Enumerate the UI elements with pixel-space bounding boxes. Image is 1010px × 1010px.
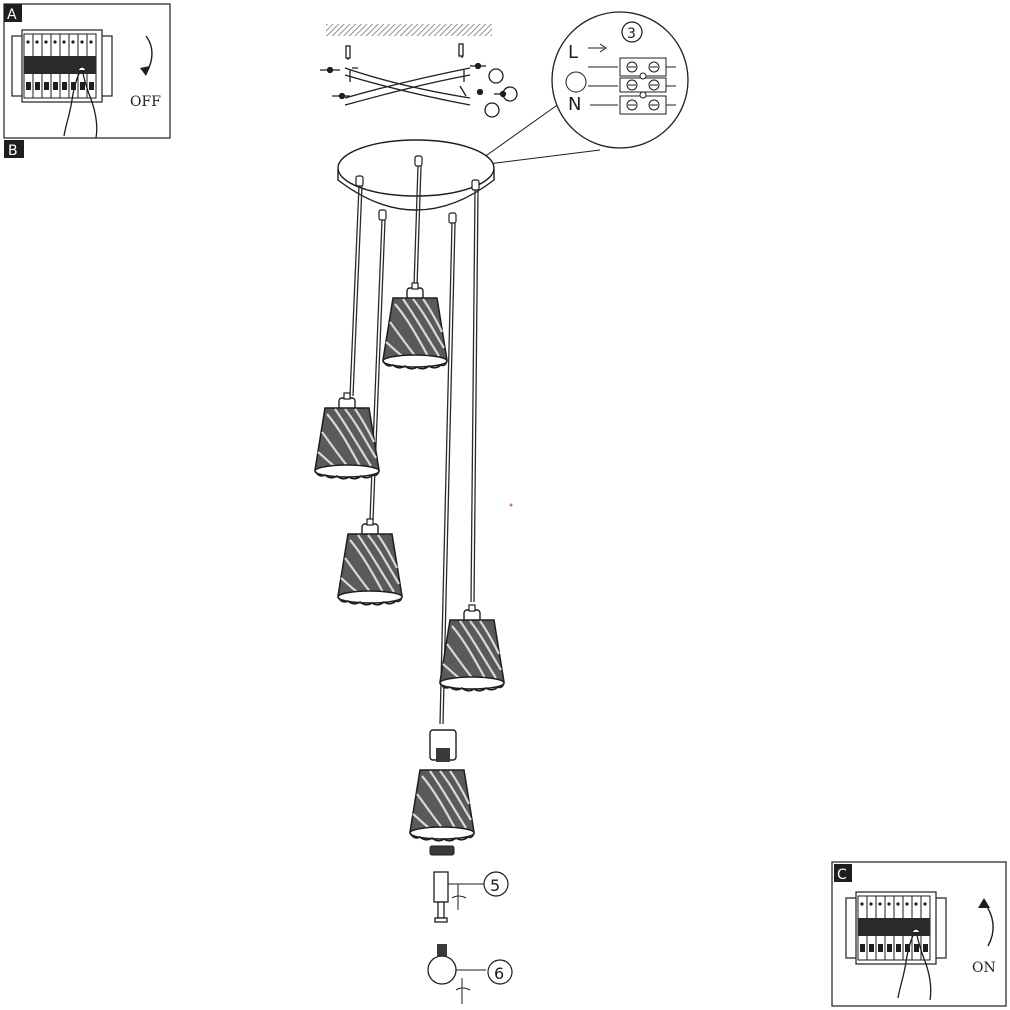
panel-b-badge: [4, 140, 24, 158]
panel-c: C ON: [831, 861, 1007, 1007]
step-6-number: 6: [494, 964, 504, 983]
panel-b-tag: B: [8, 143, 18, 159]
live-label: L: [568, 42, 578, 63]
switch-down-arrowhead-icon: [140, 66, 150, 76]
terminal-block: [588, 57, 676, 115]
pendant-lamp-2: [313, 392, 381, 480]
stray-dot: [509, 503, 513, 507]
earth-symbol-icon: [565, 71, 587, 93]
neutral-label: N: [568, 94, 581, 115]
switch-up-arrowhead-icon: [978, 898, 990, 908]
pendant-lamp-4: [438, 604, 506, 692]
canopy-plate: [337, 139, 495, 197]
step-3-number: 3: [627, 26, 636, 42]
live-arrow-icon: [588, 43, 607, 53]
lamp-ring: [429, 845, 455, 856]
step-5-circle: [483, 871, 509, 897]
rotate-holder-icon: [451, 884, 467, 910]
callout-line-bottom: [479, 149, 601, 166]
step-6-circle: [487, 959, 513, 985]
callout-line-top: [479, 95, 571, 161]
lamp-holder: [433, 871, 449, 923]
wiring-callout: 3 L N: [479, 11, 689, 166]
panel-a-badge: [4, 4, 22, 22]
canopy: [337, 139, 495, 224]
pendant-lamp-3: [336, 518, 404, 606]
panel-c-tag: C: [837, 867, 847, 883]
panel-a-tag: A: [7, 7, 17, 23]
panel-a-action: OFF: [130, 94, 161, 110]
pendant-lamp-1: [381, 282, 449, 370]
mounting-bracket: [320, 24, 518, 118]
step-5-number: 5: [490, 876, 500, 895]
step-3-circle: [621, 21, 643, 43]
panel-a: A OFF: [3, 3, 171, 139]
panel-c-action: ON: [972, 960, 996, 976]
panel-c-badge: [834, 864, 852, 882]
light-bulb-icon: [427, 944, 457, 985]
rotate-bulb-icon: [455, 978, 471, 1004]
ceiling-hatch: [326, 24, 492, 36]
socket-thread: [436, 748, 450, 762]
exploded-lamp: 5 6: [408, 729, 513, 1004]
